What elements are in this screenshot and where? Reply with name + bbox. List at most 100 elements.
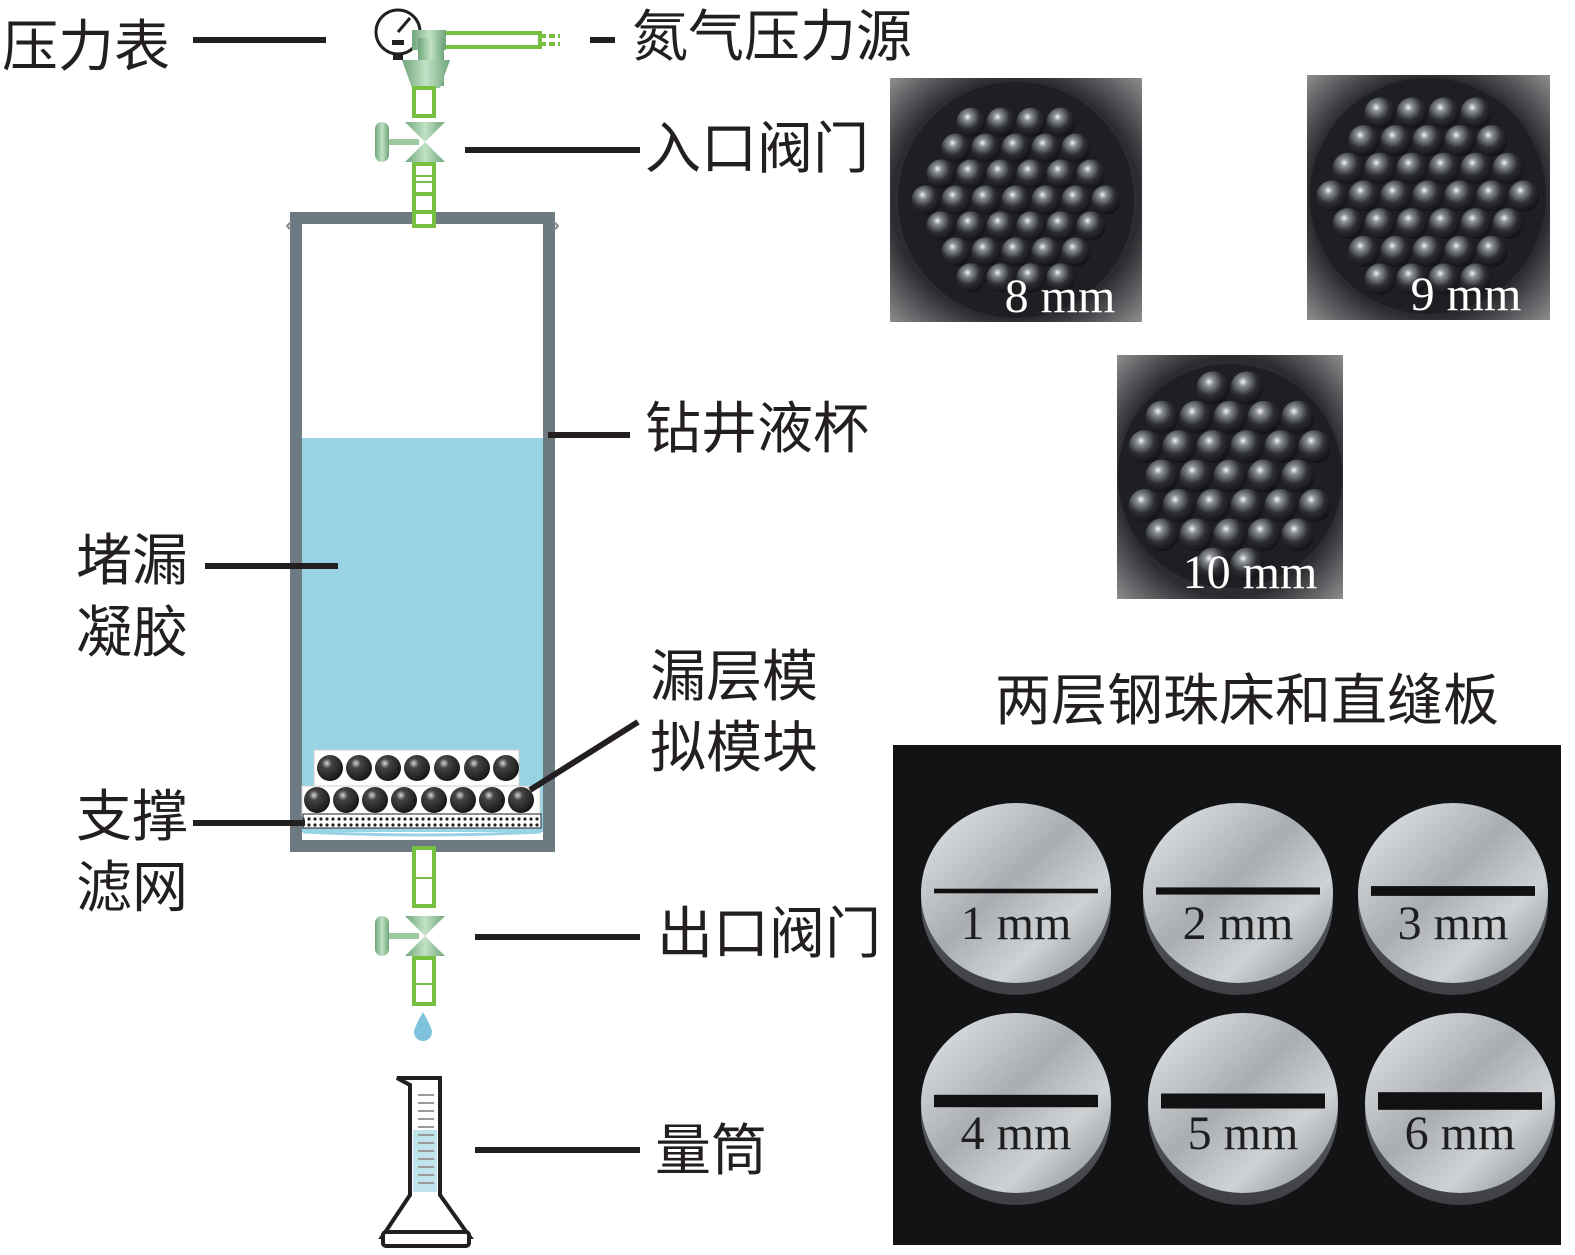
steel-ball [1380, 235, 1412, 267]
steel-ball [1396, 263, 1428, 295]
steel-ball [1128, 430, 1162, 464]
steel-ball [971, 133, 1001, 163]
steel-ball [1396, 208, 1428, 240]
steel-ball [1316, 180, 1348, 212]
steel-ball [1412, 235, 1444, 267]
steel-ball [1016, 159, 1046, 189]
steel-ball [1128, 488, 1162, 522]
steel-ball [1091, 185, 1121, 215]
steel-ball [1412, 180, 1444, 212]
steel-ball [1332, 152, 1364, 184]
steel-ball [1213, 459, 1247, 493]
steel-ball [1196, 371, 1230, 405]
steel-ball [1460, 263, 1492, 295]
label-plugging-gel-line2: 凝胶 [76, 601, 188, 666]
steel-ball [1145, 400, 1179, 434]
steel-ball [1364, 152, 1396, 184]
steel-ball [1230, 547, 1264, 581]
steel-ball [1264, 430, 1298, 464]
steel-ball [1332, 208, 1364, 240]
steel-ball [1179, 518, 1213, 552]
steel-ball [1145, 518, 1179, 552]
steel-ball [1046, 159, 1076, 189]
steel-ball [1162, 488, 1196, 522]
label-pressure-gauge: 压力表 [2, 15, 170, 80]
steel-ball [1428, 208, 1460, 240]
steel-balls-8mm [911, 107, 1121, 293]
bed-ball [434, 755, 460, 781]
steel-ball [1061, 185, 1091, 215]
slot [1371, 886, 1535, 896]
steel-ball [1196, 547, 1230, 581]
label-support-screen-line1: 支撑 [76, 785, 188, 850]
steel-ball [1001, 133, 1031, 163]
steel-ball [1031, 237, 1061, 267]
steel-ball [971, 237, 1001, 267]
steel-ball [1281, 518, 1315, 552]
steel-ball [941, 133, 971, 163]
steel-ball [1428, 263, 1460, 295]
leader-lines [193, 37, 640, 1153]
label-plate-6mm: 6 mm [1405, 1107, 1516, 1160]
steel-ball [926, 159, 956, 189]
steel-ball [1298, 488, 1332, 522]
label-inlet-valve: 入口阀门 [645, 117, 869, 182]
graduated-cylinder-icon [378, 1076, 474, 1248]
steel-ball [986, 263, 1016, 293]
bed-ball [479, 787, 505, 813]
label-plate-1mm: 1 mm [961, 897, 1072, 950]
steel-ball [1492, 208, 1524, 240]
slot-plate-2mm: 2 mm [1143, 803, 1333, 995]
steel-ball [1396, 152, 1428, 184]
label-ball-8mm: 8 mm [1005, 270, 1116, 323]
steel-ball [1247, 518, 1281, 552]
elbow-fitting [402, 30, 450, 118]
steel-ball [1444, 180, 1476, 212]
steel-ball [986, 107, 1016, 137]
steel-ball [1428, 97, 1460, 129]
label-ball-10mm: 10 mm [1183, 546, 1318, 599]
slot [1156, 887, 1320, 895]
bed-ball [304, 787, 330, 813]
steel-ball [1076, 159, 1106, 189]
steel-ball [1061, 237, 1091, 267]
steel-ball [1046, 107, 1076, 137]
slot [934, 888, 1098, 894]
steel-ball [1412, 125, 1444, 157]
steel-ball [1476, 125, 1508, 157]
steel-ball [986, 211, 1016, 241]
slot-plate-1mm: 1 mm [921, 803, 1111, 995]
nitrogen-line [438, 31, 560, 49]
inlet-valve-icon [375, 122, 445, 226]
steel-ball [1001, 185, 1031, 215]
label-cylinder: 量筒 [655, 1119, 767, 1184]
bed-ball [375, 755, 401, 781]
bed-ball [317, 755, 343, 781]
steel-ball [956, 159, 986, 189]
label-fluid-cup: 钻井液杯 [645, 397, 869, 462]
steel-ball [956, 107, 986, 137]
label-plate-3mm: 3 mm [1398, 897, 1509, 950]
steel-ball [1348, 125, 1380, 157]
steel-ball [1444, 125, 1476, 157]
steel-ball [1396, 97, 1428, 129]
steel-ball [1428, 152, 1460, 184]
steel-ball [1460, 97, 1492, 129]
steel-ball [1061, 133, 1091, 163]
steel-ball [1281, 400, 1315, 434]
outlet-valve-icon [375, 846, 445, 1006]
steel-ball [1380, 180, 1412, 212]
label-plate-4mm: 4 mm [961, 1107, 1072, 1160]
steel-ball [1162, 430, 1196, 464]
label-ball-9mm: 9 mm [1411, 268, 1522, 321]
steel-ball [1179, 459, 1213, 493]
steel-ball [1213, 518, 1247, 552]
bed-ball [391, 787, 417, 813]
steel-ball [1196, 430, 1230, 464]
steel-balls-9mm [1316, 97, 1540, 295]
bed-ball [493, 755, 519, 781]
steel-ball [1476, 180, 1508, 212]
steel-ball [1001, 237, 1031, 267]
steel-ball [1230, 371, 1264, 405]
slot [1161, 1093, 1325, 1109]
